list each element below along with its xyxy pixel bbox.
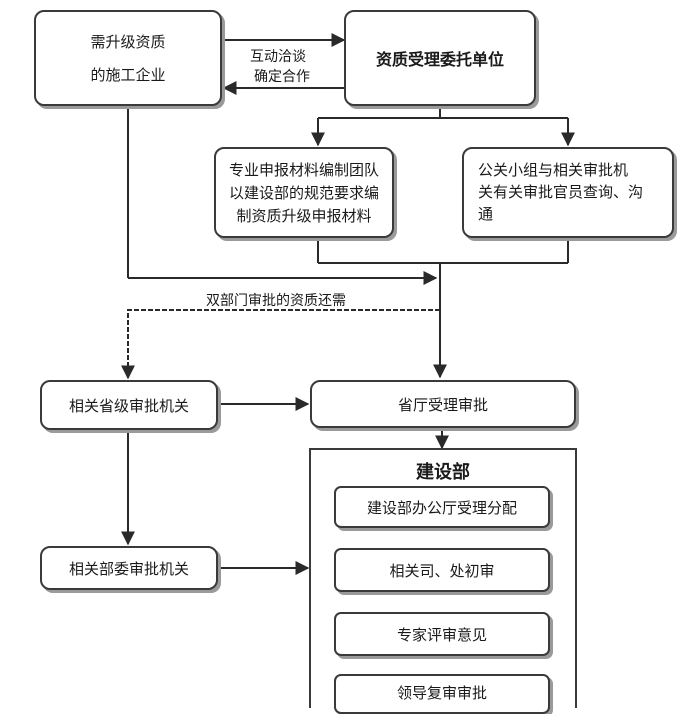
connector-dual-approval <box>121 309 440 380</box>
node-prov-office: 省厅受理审批 <box>310 380 576 428</box>
ministry-step-2-label: 相关司、处初审 <box>389 561 495 580</box>
node-pr-group-line2: 关有关审批官员查询、沟 <box>478 183 644 201</box>
ministry-step-2: 相关司、处初审 <box>334 548 550 592</box>
edge-label-dual-approval: 双部门审批的资质还需 <box>206 293 346 309</box>
ministry-step-1: 建设部办公厅受理分配 <box>334 486 550 528</box>
node-agency: 资质受理委托单位 <box>344 10 536 106</box>
node-pr-group: 公关小组与相关审批机 关有关审批官员查询、沟 通 <box>462 147 674 238</box>
node-ministry-organ-label: 相关部委审批机关 <box>68 559 189 578</box>
ministry-step-3-label: 专家评审意见 <box>396 625 487 644</box>
node-prov-organ-label: 相关省级审批机关 <box>68 396 189 415</box>
node-prof-team-line3: 制资质升级申报材料 <box>236 206 372 225</box>
node-construction-company-line1: 需升级资质 <box>90 33 166 51</box>
edge-label-negotiate-2: 确定合作 <box>254 69 310 85</box>
node-prov-office-label: 省厅受理审批 <box>397 395 488 414</box>
ministry-step-3: 专家评审意见 <box>334 612 550 656</box>
edge-label-negotiate-1: 互动洽谈 <box>250 49 306 65</box>
node-prof-team-line2: 以建设部的规范要求编 <box>228 183 379 202</box>
node-prof-team-line1: 专业申报材料编制团队 <box>228 160 379 179</box>
node-prov-organ: 相关省级审批机关 <box>40 380 218 430</box>
node-ministry-organ: 相关部委审批机关 <box>40 546 218 590</box>
ministry-step-4: 领导复审审批 <box>334 674 550 714</box>
node-prof-team: 专业申报材料编制团队 以建设部的规范要求编 制资质升级申报材料 <box>214 147 394 238</box>
node-pr-group-line1: 公关小组与相关审批机 <box>478 161 629 179</box>
ministry-step-1-label: 建设部办公厅受理分配 <box>366 498 517 517</box>
ministry-step-4-label: 领导复审审批 <box>396 684 487 702</box>
node-pr-group-line3: 通 <box>478 205 494 223</box>
node-construction-company: 需升级资质 的施工企业 <box>34 10 222 106</box>
node-construction-company-line2: 的施工企业 <box>90 66 166 84</box>
node-agency-label: 资质受理委托单位 <box>375 50 504 69</box>
connector-agency-split <box>318 106 441 119</box>
node-ministry-title: 建设部 <box>416 462 470 483</box>
